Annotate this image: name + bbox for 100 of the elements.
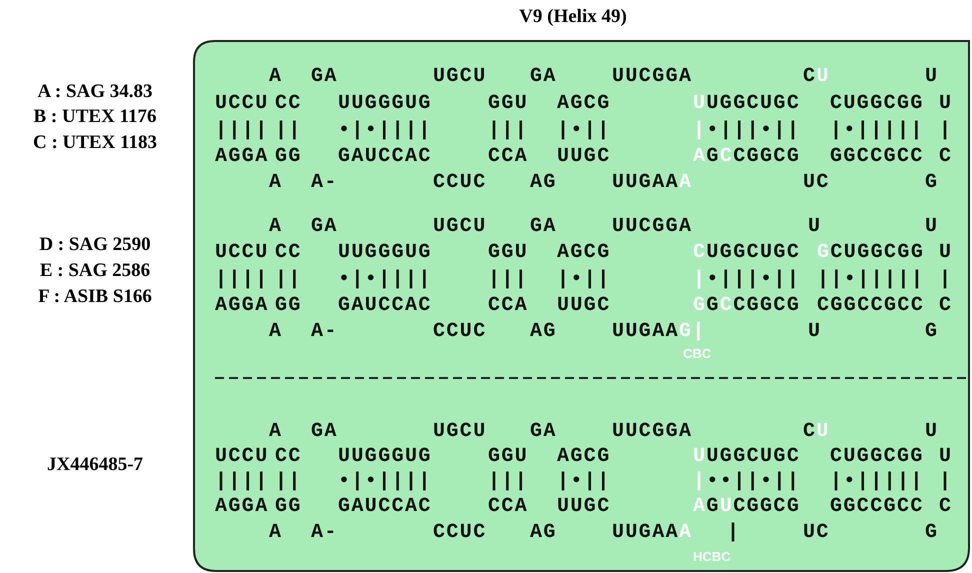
highlighted-strand-sequence: C [720,296,734,316]
strand-sequence: CGGCG [733,296,800,316]
highlighted-strand-sequence: U [693,94,706,114]
strain-label: A : SAG 34.83 [36,81,154,103]
loop-bases: GA [530,422,557,442]
loop-bases: AG [530,523,557,543]
loop-bases: U [925,217,938,237]
strand-sequence: CCA [488,497,528,517]
loop-bases: U [808,217,822,237]
strand-sequence: UUGC [557,147,611,167]
loop-bases: G [925,173,938,193]
highlighted-loop-bases: A [679,523,692,543]
loop-bases: GA [530,217,557,237]
strand-sequence: U [939,243,952,263]
highlighted-base-pair-symbols: | [693,270,706,290]
base-pair-symbols: | [939,270,952,290]
highlighted-base-pair-symbols: | [693,472,706,492]
base-pair-symbols: |•|| [557,270,611,290]
loop-bases: A- [311,523,338,543]
highlighted-strand-sequence: A [693,147,706,167]
strand-sequence: UUGGGUG [338,94,432,114]
strand-sequence: UGGCUGC [706,94,800,114]
strand-sequence: CGGCG [733,497,800,517]
highlighted-strand-sequence: A [693,497,706,517]
loop-bases: A [269,173,282,193]
base-pair-symbols: || [275,472,302,492]
strand-sequence: GGU [488,94,528,114]
strand-sequence: AGCG [557,447,611,467]
loop-bases: UGCU [433,67,487,87]
strand-sequence: GG [275,497,302,517]
strand-sequence: G [706,147,720,167]
strand-sequence: CC [275,447,302,467]
base-pair-symbols: |•||||| [830,121,924,141]
highlighted-base-pair-symbols: | [693,121,706,141]
highlighted-strand-sequence: C [693,243,706,263]
loop-bases: UC [803,173,830,193]
base-pair-symbols: | [939,472,952,492]
highlighted-strand-sequence: G [817,243,830,263]
strand-sequence: UGGCUGC [706,243,800,263]
loop-bases: C [803,67,816,87]
highlighted-strand-sequence: U [720,497,734,517]
loop-bases: AG [530,322,557,342]
loop-bases: A- [311,322,338,342]
strand-sequence: UUGC [557,497,611,517]
loop-bases: UUCGGA [612,422,692,442]
strand-sequence: GAUCCAC [338,497,432,517]
highlighted-strand-sequence: G [693,296,706,316]
strain-label: E : SAG 2586 [38,260,152,282]
base-pair-symbols: ||| [488,121,528,141]
base-pair-symbols: ||•||||| [817,270,924,290]
strand-sequence: C [939,497,952,517]
loop-bases: A [269,217,282,237]
strand-sequence: CUGGCGG [830,94,924,114]
loop-bases: UUGAA [612,322,680,342]
strand-sequence: GAUCCAC [338,296,432,316]
loop-bases: AG [530,173,557,193]
strand-sequence: CCA [488,296,528,316]
strand-sequence: GAUCCAC [338,147,432,167]
diagram-title: V9 (Helix 49) [518,6,628,28]
change-annotation: HCBC [693,550,731,564]
loop-bases: CCUC [433,322,487,342]
strand-sequence: UCCU [215,94,269,114]
highlighted-loop-bases: U [816,422,830,442]
base-pair-symbols: •|•|||| [338,121,432,141]
loop-bases: GA [311,217,338,237]
base-pair-symbols: ||| [488,472,528,492]
base-pair-symbols: |||| [215,472,269,492]
loop-bases: | [727,523,740,543]
base-pair-symbols: || [275,270,302,290]
strand-sequence: UUGGGUG [338,447,432,467]
base-pair-symbols: •|||•|| [706,121,800,141]
loop-bases: A [269,422,282,442]
strand-sequence: UCCU [215,447,269,467]
loop-bases: GA [311,422,338,442]
loop-bases: CCUC [433,523,487,543]
loop-bases: G [925,523,938,543]
loop-bases: UGCU [433,422,487,442]
strand-sequence: U [939,447,952,467]
strand-sequence: CC [275,94,302,114]
loop-bases: UGCU [433,217,487,237]
strain-label: F : ASIB S166 [37,286,153,308]
loop-bases: A [269,67,282,87]
loop-bases: C [803,422,816,442]
highlighted-strand-sequence: C [720,147,734,167]
loop-bases: UC [803,523,830,543]
strand-sequence: CUGGCGG [830,243,924,263]
strand-sequence: CC [275,243,302,263]
loop-bases: CCUC [433,173,487,193]
loop-bases: GA [311,67,338,87]
strand-sequence: U [939,94,952,114]
loop-bases: U [925,422,938,442]
base-pair-symbols: ••||•|| [706,472,800,492]
base-pair-symbols: | [939,121,952,141]
base-pair-symbols: || [275,121,302,141]
strand-sequence: AGCG [557,243,611,263]
strand-sequence: GG [275,296,302,316]
loop-bases: UUCGGA [612,67,692,87]
base-pair-symbols: •|•|||| [338,472,432,492]
strand-sequence: GG [275,147,302,167]
highlighted-strand-sequence: U [693,447,706,467]
